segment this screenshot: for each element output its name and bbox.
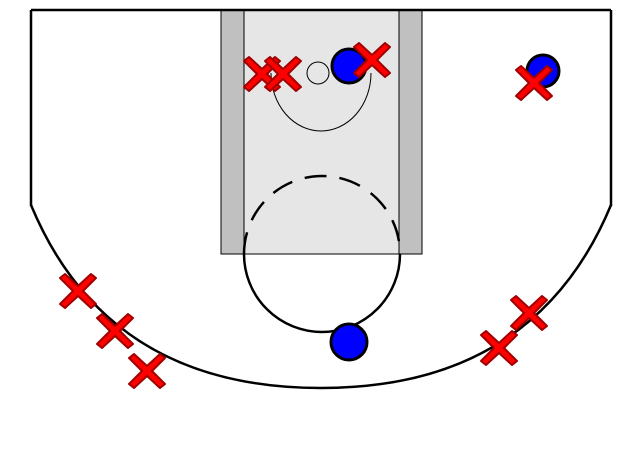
basket-rim: [306, 61, 330, 85]
red-x-icon: [59, 273, 97, 309]
blue-circle-icon: [329, 322, 369, 362]
red-x-icon: [128, 353, 166, 389]
red-x-icon: [96, 313, 134, 349]
red-x-icon: [515, 65, 553, 101]
free-throw-circle-top-dashed: [242, 174, 402, 255]
red-x-icon: [480, 330, 518, 366]
defender-players: [59, 42, 553, 389]
red-x-icon: [353, 42, 391, 78]
red-x-icon: [264, 56, 302, 92]
restricted-area-arc: [270, 72, 372, 132]
red-x-icon: [510, 295, 548, 331]
lane-inner-paint: [243, 9, 400, 255]
lane: [220, 9, 423, 255]
free-throw-circle-bottom-solid: [242, 253, 402, 334]
